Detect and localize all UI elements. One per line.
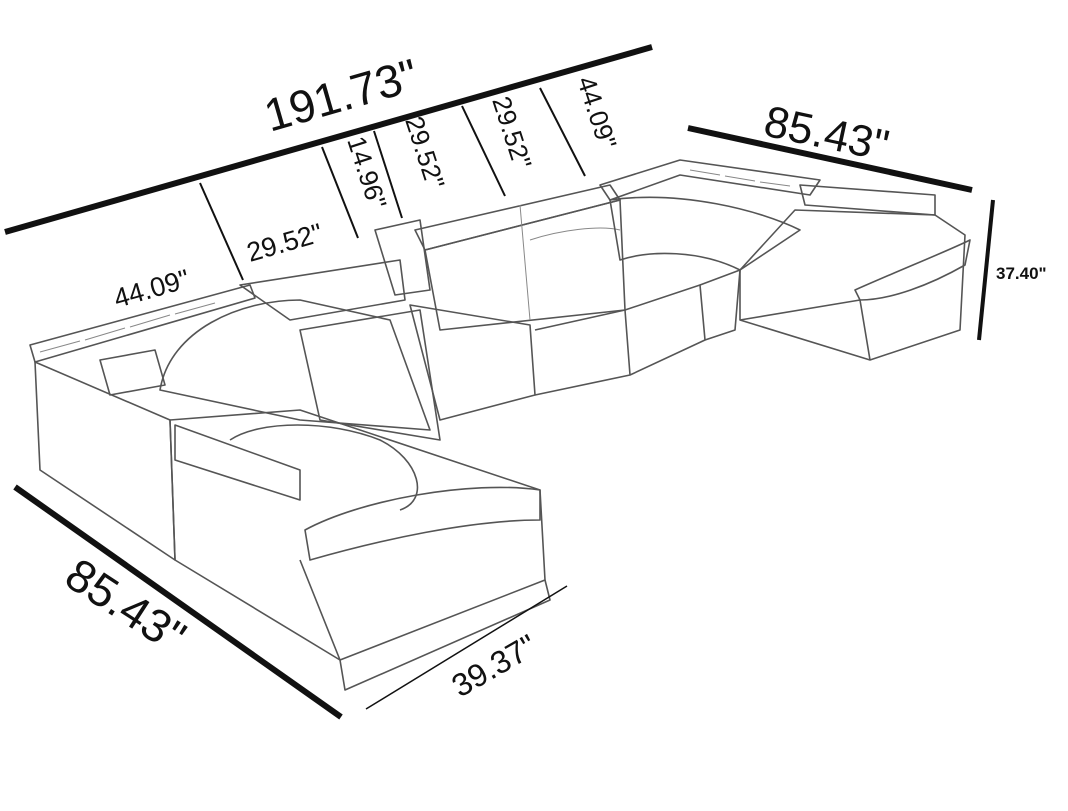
console-label: 14.96" <box>341 133 392 213</box>
seat-3-label: 29.52" <box>486 93 537 173</box>
divider-2 <box>321 146 359 239</box>
height-label: 37.40" <box>996 264 1047 283</box>
chaise-width-line <box>365 585 568 710</box>
left-depth-line <box>13 484 343 720</box>
total-width-line <box>4 44 653 235</box>
seat-2-label: 29.52" <box>399 113 450 193</box>
right-corner-back-label: 44.09" <box>571 73 622 153</box>
seat-1-label: 29.52" <box>243 218 325 268</box>
divider-1 <box>199 182 244 281</box>
divider-4 <box>461 105 506 197</box>
right-depth-line <box>687 125 973 193</box>
height-line <box>977 199 995 341</box>
sofa-sketch <box>29 159 971 691</box>
left-corner-back-label: 44.09" <box>110 264 192 314</box>
total-width-label: 191.73" <box>258 48 423 141</box>
divider-5 <box>539 87 586 177</box>
dimension-lines <box>4 44 995 720</box>
dimension-labels: 191.73" 44.09" 29.52" 14.96" 29.52" 29.5… <box>57 48 1047 704</box>
divider-3 <box>373 130 403 219</box>
